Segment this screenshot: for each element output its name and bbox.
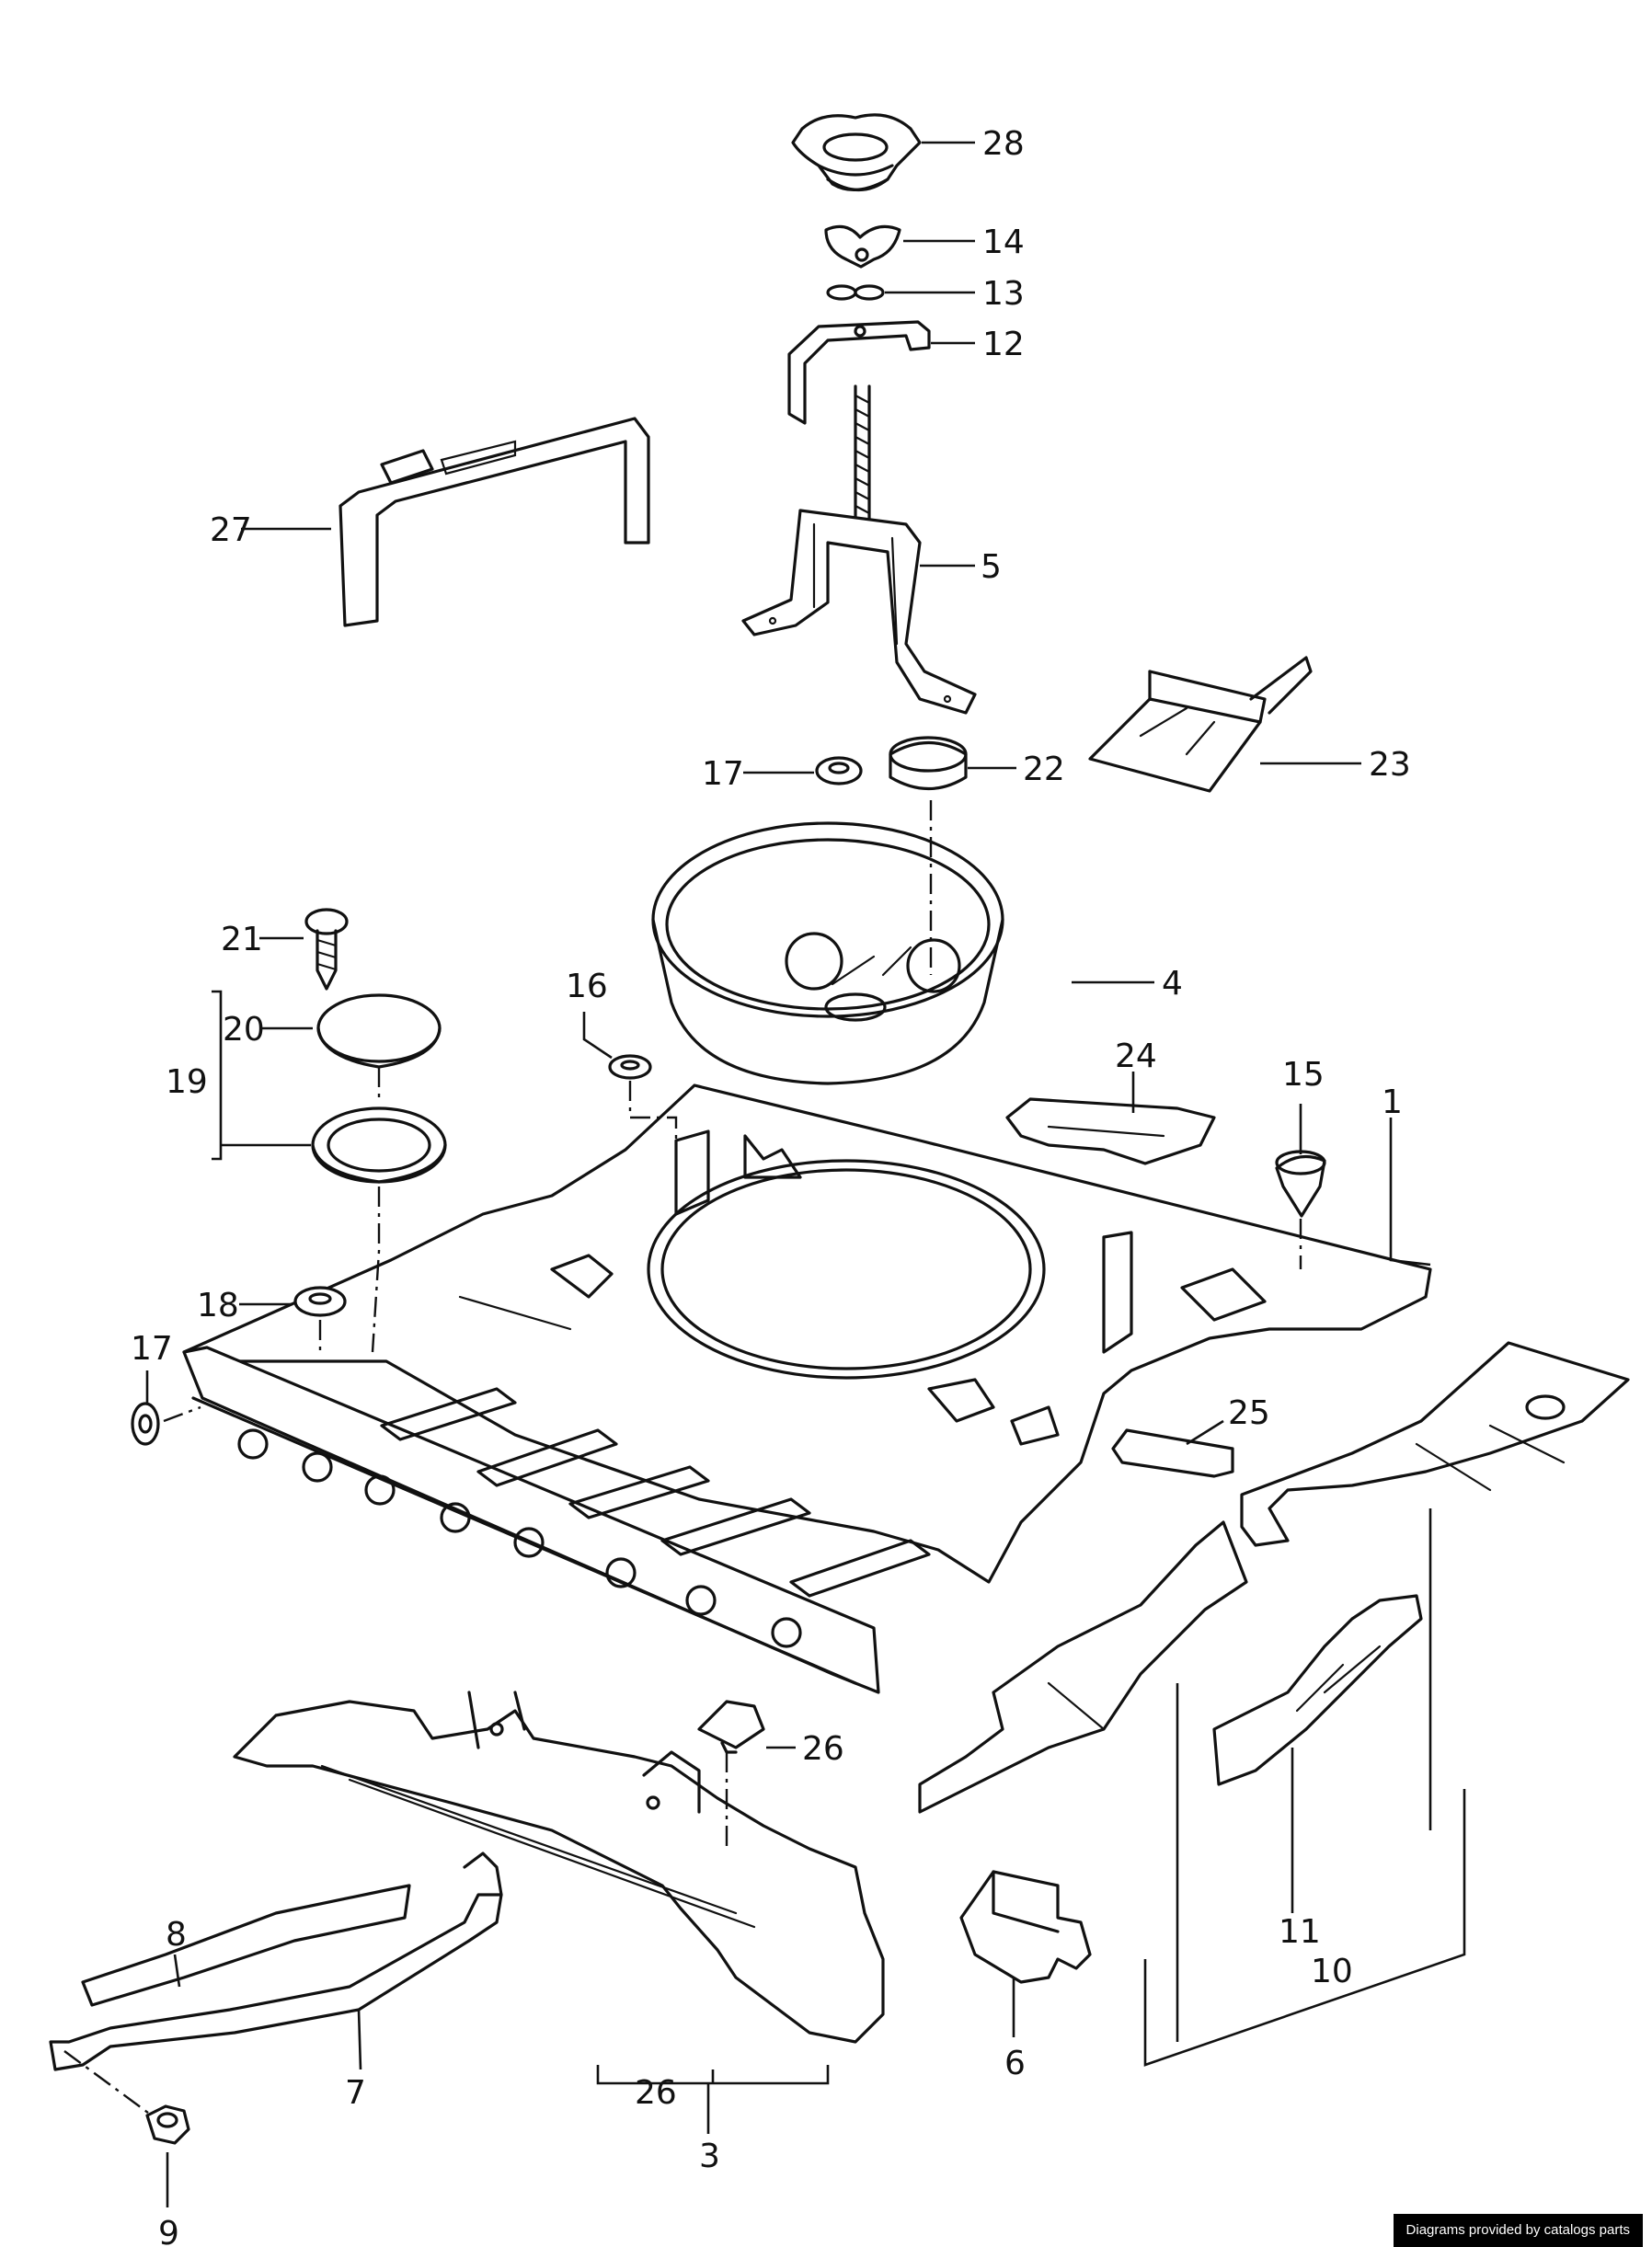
part-3-crossmember	[233, 1691, 885, 2044]
part-10-side-member	[1240, 1341, 1630, 1547]
part-6-bracket	[959, 1870, 1092, 1984]
callout-6: 6	[1004, 2045, 1026, 2082]
callout-10: 10	[1311, 1953, 1353, 1990]
callout-28: 28	[982, 125, 1025, 163]
floor-crossmember	[182, 1346, 931, 1694]
callout-5: 5	[981, 548, 1002, 586]
part-22-cap	[889, 736, 968, 791]
rear-member-left	[918, 1520, 1248, 1814]
callout-17-upper: 17	[702, 755, 744, 793]
assembly-line-16	[628, 1081, 678, 1145]
callout-9: 9	[158, 2215, 179, 2247]
threaded-rod	[854, 384, 871, 526]
part-15-bump-stop	[1275, 1150, 1326, 1218]
callout-13: 13	[982, 275, 1025, 313]
callout-26-lower: 26	[635, 2074, 677, 2112]
callout-11: 11	[1279, 1913, 1321, 1951]
part-19-seal-ring	[311, 1106, 447, 1184]
callout-15: 15	[1282, 1056, 1325, 1094]
part-24-panel	[1005, 1097, 1216, 1165]
part-17-grommet-lower	[131, 1402, 160, 1446]
part-11-bracket	[1212, 1594, 1423, 1786]
callout-7: 7	[345, 2074, 366, 2112]
part-8-strip	[81, 1884, 411, 2007]
callout-14: 14	[982, 224, 1025, 261]
part-25-bracket	[1111, 1428, 1234, 1478]
callout-16: 16	[566, 968, 608, 1005]
callout-labels: 28 14 13 12 5 27 17 22 23 4 21 20 19 16 …	[131, 125, 1411, 2247]
part-7-strap	[49, 1851, 503, 2071]
callout-18: 18	[197, 1287, 239, 1324]
part-16-grommet	[608, 1054, 652, 1080]
part-14-wing-nut	[824, 224, 901, 269]
part-26-nut-plate	[697, 1700, 765, 1754]
callout-23: 23	[1369, 746, 1411, 784]
part-18-grommet	[293, 1286, 347, 1317]
part-21-screw	[304, 908, 349, 991]
part-1-floor-pan	[182, 1083, 1432, 1584]
callout-21: 21	[221, 921, 263, 958]
callout-20: 20	[223, 1011, 265, 1049]
part-5-mount	[741, 509, 977, 715]
callout-26-upper: 26	[802, 1730, 844, 1768]
callout-3: 3	[699, 2138, 720, 2175]
callout-19: 19	[166, 1063, 208, 1101]
assembly-line-20	[371, 1067, 381, 1353]
part-9-nut	[145, 2104, 190, 2145]
assembly-line-17	[163, 1405, 201, 1423]
part-20-cover	[316, 993, 442, 1069]
callout-4: 4	[1162, 965, 1183, 1003]
leader-lines	[145, 141, 1466, 2207]
part-12-bracket	[787, 320, 931, 425]
callout-27: 27	[210, 511, 252, 549]
callout-1: 1	[1382, 1083, 1403, 1121]
assembly-line-9	[63, 2050, 153, 2116]
callout-24: 24	[1115, 1038, 1157, 1075]
part-23-jack	[1088, 656, 1313, 793]
part-13-washer	[826, 284, 885, 301]
part-17-grommet-upper	[815, 756, 863, 785]
callout-22: 22	[1023, 751, 1065, 788]
callout-25: 25	[1228, 1394, 1270, 1432]
part-28-knob	[791, 113, 922, 192]
part-27-strap	[338, 417, 650, 627]
credit-badge: Diagrams provided by catalogs parts	[1393, 2214, 1643, 2247]
part-4-spare-wheel-well	[651, 821, 1004, 1085]
callout-17-lower: 17	[131, 1330, 173, 1368]
callout-12: 12	[982, 326, 1025, 363]
callout-8: 8	[166, 1916, 187, 1954]
